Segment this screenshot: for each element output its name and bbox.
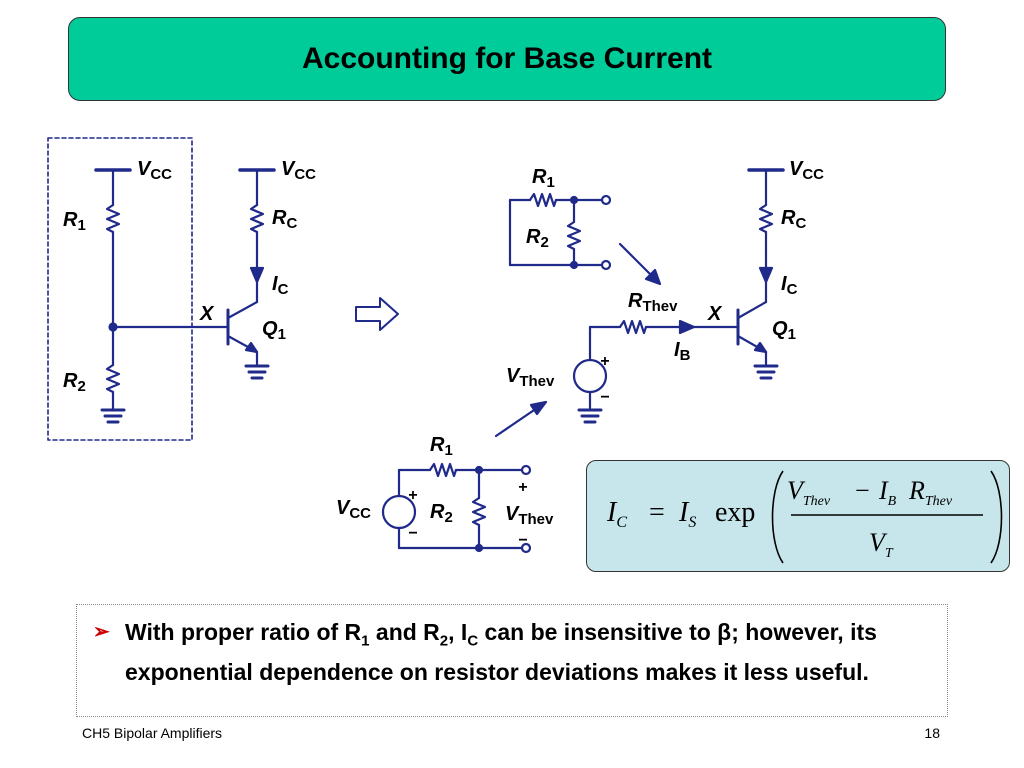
svg-text:R1: R1 [532,166,555,191]
formula-is: I [678,497,690,528]
x-label-right: X [707,303,723,325]
svg-text:RC: RC [781,207,806,232]
svg-text:VCC: VCC [336,497,371,522]
rc-label-right: R [781,207,796,229]
vthev-label-bottom: V [505,503,520,525]
footer-page-number: 18 [924,725,940,741]
r2-label-top: R [526,226,541,248]
svg-text:VCC: VCC [137,158,172,183]
vcc-label-left-2: V [281,158,296,180]
r2-resistor [105,363,121,394]
minus-sign-thev: − [600,389,609,406]
formula-vt: V [869,528,888,557]
plus-sign-vcc: + [408,487,417,504]
q1-label-right: Q [772,318,788,340]
svg-text:IC: IC [606,497,627,531]
formula-exp: exp [715,497,755,528]
svg-text:VCC: VCC [789,158,824,183]
bullet-point: ➢ With proper ratio of R1 and R2, IC can… [93,617,937,687]
r1-label-left: R [63,209,78,231]
svg-text:R1: R1 [63,209,86,234]
minus-sign-out: − [518,532,527,549]
svg-text:IC: IC [781,273,798,298]
svg-text:R2: R2 [430,501,453,526]
svg-text:IS: IS [678,497,696,531]
ic-label-right: I [781,273,787,295]
svg-text:Q1: Q1 [262,318,286,343]
formula-vthev: V [787,476,806,505]
formula-rthev: R [908,476,925,505]
footer-course: CH5 Bipolar Amplifiers [82,725,223,741]
svg-text:IB: IB [674,339,691,364]
divider-dashed-box [47,137,193,441]
rthev-resistor [618,319,648,335]
title-box: Accounting for Base Current [68,17,946,101]
rc-label-left: R [272,207,287,229]
svg-text:RC: RC [272,207,297,232]
svg-text:VThev: VThev [505,503,554,528]
svg-text:VThev: VThev [787,476,831,509]
r2-label-left: R [63,370,78,392]
ib-arrow [678,319,696,335]
vthev-label: V [506,365,521,387]
slide-title: Accounting for Base Current [301,42,713,75]
rc-resistor [249,203,265,234]
r1-resistor [105,203,121,234]
svg-text:VCC: VCC [281,158,316,183]
bullet-arrow-icon: ➢ [93,621,110,643]
svg-text:Q1: Q1 [772,318,796,343]
r1-label-top: R [532,166,547,188]
svg-text:IB: IB [878,476,897,509]
svg-text:VT: VT [869,528,894,561]
r2-label-bottom: R [430,501,445,523]
transform-arrow [355,297,399,331]
x-label-left: X [199,303,215,325]
rthev-label: R [628,290,643,312]
svg-text:R1: R1 [430,434,453,459]
r1-label-bottom: R [430,434,445,456]
svg-text:RThev: RThev [908,476,953,509]
bullet-box: ➢ With proper ratio of R1 and R2, IC can… [76,604,948,717]
svg-text:R2: R2 [63,370,86,395]
formula-box: IC = IS exp VThev − IB RThev VT [586,460,1010,572]
formula-eq: = [649,497,665,528]
plus-sign-thev: + [600,353,609,370]
plus-sign-out: + [518,479,527,496]
ic-label-left: I [272,273,278,295]
vcc-label-right: V [789,158,804,180]
svg-text:IC: IC [272,273,289,298]
ic-arrow [249,266,265,284]
formula-minus: − [855,476,870,505]
formula-svg: IC = IS exp VThev − IB RThev VT [606,470,1003,564]
vcc-label-left: V [137,158,152,180]
vcc-label-bottom: V [336,497,351,519]
bullet-text: With proper ratio of R1 and R2, IC can b… [125,619,877,685]
ib-label: I [674,339,680,361]
formula-ib: I [878,476,889,505]
svg-text:VThev: VThev [506,365,555,390]
minus-sign-vcc: − [408,525,417,542]
svg-text:RThev: RThev [628,290,678,315]
q1-label-left: Q [262,318,278,340]
svg-text:R2: R2 [526,226,549,251]
formula-ic: I [606,497,618,528]
